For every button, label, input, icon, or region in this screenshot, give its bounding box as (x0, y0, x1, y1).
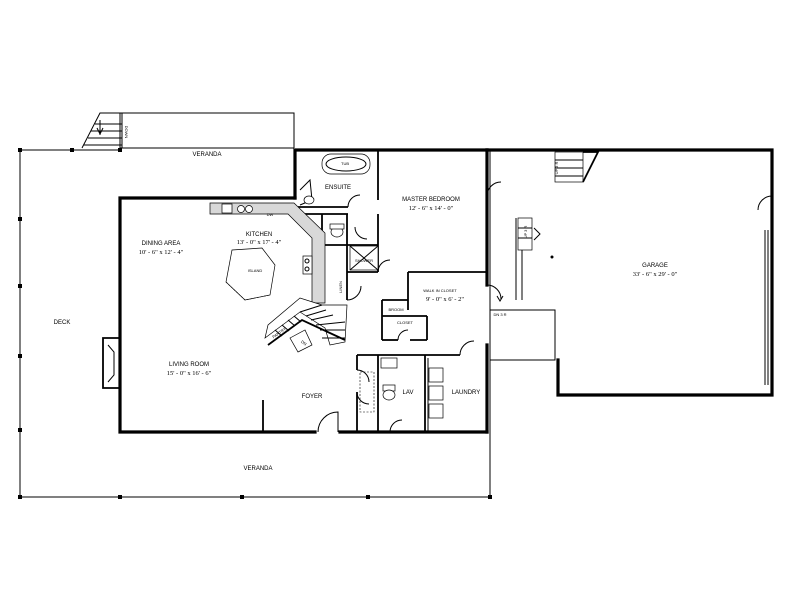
lav-laundry-fixtures (359, 357, 444, 419)
master-bedroom-dims: 12' - 6" x 14' - 0" (409, 205, 454, 212)
door-swings (317, 181, 773, 433)
down-label: DOWN (124, 126, 129, 139)
kitchen-dims: 13' - 0" x 17' - 4" (237, 239, 282, 246)
ensuite-label: ENSUITE (325, 185, 351, 191)
garage-walls (485, 148, 774, 432)
veranda-bottom-label: VERANDA (243, 466, 272, 472)
tub-label: TUB (341, 161, 349, 166)
main-staircase: DN PANTRY (264, 297, 348, 353)
kitchen-label: KITCHEN (246, 232, 272, 238)
lav-label: LAV (403, 390, 414, 396)
walk-in-closet-label: WALK IN CLOSET (423, 288, 457, 293)
dn-garage-label: DN 3 R (493, 312, 506, 317)
dining-area-dims: 10' - 6" x 12' - 4" (139, 249, 184, 256)
ensuite-fixtures (299, 153, 379, 271)
living-room-label: LIVING ROOM (169, 362, 209, 368)
walk-in-closet-dims: 9' - 0" x 6' - 2" (426, 296, 464, 303)
dn-stairs-label: DN (300, 339, 308, 346)
dw-label: DW (267, 212, 274, 217)
foyer-label: FOYER (302, 394, 323, 400)
veranda-deck-outline (18, 112, 492, 499)
room-labels: VERANDA VERANDA DECK ENSUITE TUB MASTER … (54, 152, 678, 472)
island-label: ISLAND (248, 268, 263, 273)
kitchen-cabinets (209, 202, 326, 304)
interior-walls (262, 150, 487, 432)
veranda-stairs: DOWN (81, 112, 129, 149)
master-bedroom-label: MASTER BEDROOM (402, 197, 460, 203)
up-garage-label: UP 3 R (554, 161, 559, 174)
veranda-top-label: VERANDA (192, 152, 221, 158)
shower-label: SHOWER (355, 258, 373, 263)
house-exterior-walls (102, 148, 489, 434)
broom-label: BROOM (388, 307, 403, 312)
deck-label: DECK (54, 320, 71, 326)
living-room-dims: 15' - 0" x 16' - 6" (167, 370, 212, 377)
up-garage-side-label: UP 3 R (523, 225, 528, 238)
linen-label: LINEN (338, 281, 343, 293)
dining-area-label: DINING AREA (142, 241, 181, 247)
closet-label: CLOSET (397, 320, 414, 325)
garage-steps: UP 3 R UP 3 R (496, 151, 600, 302)
laundry-label: LAUNDRY (452, 390, 481, 396)
garage-dims: 33' - 6" x 29' - 0" (633, 271, 678, 278)
garage-label: GARAGE (642, 263, 668, 269)
